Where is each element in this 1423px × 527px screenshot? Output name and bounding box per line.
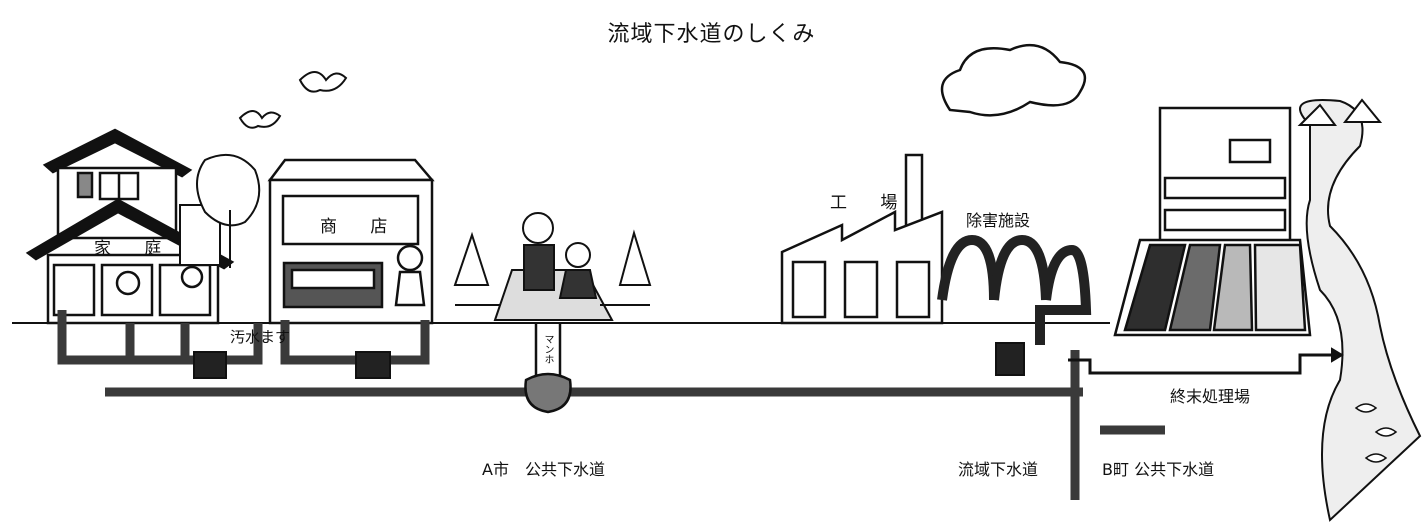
bird-icons	[238, 71, 348, 129]
manhole-illustration	[524, 323, 572, 414]
treatment-plant-label: 終末処理場	[1170, 387, 1251, 406]
fish-icons	[1354, 403, 1398, 463]
city-a-sewer-label: A市 公共下水道	[482, 460, 605, 479]
tree-illustration	[179, 153, 261, 268]
sewage-basin-label: 汚水ます	[230, 328, 291, 346]
treatment-plant-illustration	[1068, 106, 1320, 375]
manhole-label: マンホ	[542, 334, 553, 364]
diagram-title: 流域下水道のしくみ	[607, 22, 816, 47]
sewage-basin-boxes	[193, 342, 1025, 379]
park-illustration	[453, 212, 652, 321]
factory-illustration	[780, 43, 1086, 325]
factory-label: 工 場	[830, 193, 912, 213]
town-b-sewer-label: B町 公共下水道	[1102, 460, 1215, 479]
river-illustration	[1297, 98, 1422, 522]
removal-facility-label: 除害施設	[966, 211, 1031, 230]
house-label: 家 庭	[94, 239, 176, 259]
shop-label: 商 店	[320, 217, 402, 237]
removal-facility-illustration	[937, 234, 1092, 345]
sewer-pipes	[57, 310, 1165, 500]
shop-illustration	[267, 158, 435, 325]
regional-sewer-label: 流域下水道	[958, 460, 1039, 479]
